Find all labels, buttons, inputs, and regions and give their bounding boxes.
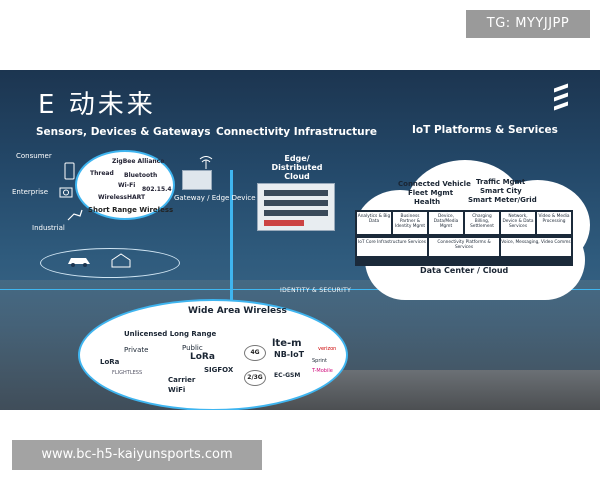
segment-enterprise: Enterprise [12, 188, 49, 196]
wide-area-title: Wide Area Wireless [188, 306, 287, 316]
vertical-traffic-mgmt: Traffic Mgmt [476, 178, 526, 186]
carrier-label: Carrier [168, 376, 196, 384]
service-video: Video & Media Processing [537, 212, 571, 234]
public-label: Public [182, 344, 203, 352]
server-rack-1 [264, 190, 328, 196]
unlicensed-label: Unlicensed Long Range [124, 330, 217, 338]
short-range-label: Short Range Wireless [88, 206, 174, 214]
identity-security-label: IDENTITY & SECURITY [280, 287, 352, 294]
zigbee-logo: ZigBee Alliance [112, 158, 165, 165]
data-center-label: Data Center / Cloud [420, 266, 509, 275]
bluetooth-logo: Bluetooth [124, 172, 158, 179]
flightless-logo: FLIGHTLESS [112, 370, 143, 376]
service-network: Network, Device & Data Services [501, 212, 535, 234]
service-device-data: Device, Data/Media Mgmt [429, 212, 463, 234]
connectivity-divider [230, 170, 233, 360]
tmobile-logo: T-Mobile [312, 368, 333, 374]
antenna-icon [199, 156, 213, 169]
server-rack-2 [264, 200, 328, 206]
robot-arm-icon [67, 209, 83, 221]
section-sensors: Sensors, Devices & Gateways [36, 126, 211, 138]
wifi-label: WiFi [168, 386, 186, 394]
section-iot: IoT Platforms & Services [412, 124, 558, 136]
nb-iot-logo: NB-IoT [274, 350, 305, 359]
vertical-connected-vehicle: Connected Vehicle [398, 180, 471, 188]
private-label: Private [124, 346, 149, 354]
lora-private-logo: LoRa [100, 358, 120, 366]
wifi-logo: Wi-Fi [118, 182, 136, 189]
vertical-health: Health [414, 198, 441, 206]
gateway-device [182, 170, 212, 190]
service-iot-core: IoT Core Infrastructure Services [357, 238, 427, 256]
service-business-partner: Business Partner & Identity Mgmt [393, 212, 427, 234]
server-rack-4 [264, 220, 304, 226]
802154-logo: 802.15.4 [142, 186, 172, 193]
wide-area-ellipse [78, 299, 348, 410]
server-rack-3 [264, 210, 328, 216]
vertical-fleet-mgmt: Fleet Mgmt [408, 189, 454, 197]
verizon-logo: verizon [318, 346, 337, 352]
thread-logo: Thread [90, 170, 114, 177]
short-range-ellipse [75, 150, 175, 220]
local-network-ellipse [40, 248, 180, 278]
segment-industrial: Industrial [32, 224, 65, 232]
service-voice-messaging: Voice, Messaging, Video Comms [501, 238, 571, 256]
gateway-label: Gateway / Edge Device [174, 194, 256, 202]
lte-m-logo: lte-m [272, 338, 302, 349]
lora-public-logo: LoRa [190, 352, 215, 362]
identity-line [0, 289, 600, 290]
sprint-logo: Sprint [312, 358, 327, 364]
section-connectivity: Connectivity Infrastructure [216, 126, 377, 138]
slide: E 动未来 Sensors, Devices & Gateways Connec… [0, 70, 600, 410]
car-icon [68, 258, 90, 267]
edge-cloud-label: Edge/ Distributed Cloud [271, 154, 323, 181]
service-connectivity-platforms: Connectivity Platforms & Services [429, 238, 499, 256]
segment-consumer: Consumer [16, 152, 52, 160]
ericsson-logo-icon [554, 83, 568, 112]
vertical-smart-city: Smart City [480, 187, 522, 195]
house-icon [111, 253, 131, 268]
vertical-smart-meter: Smart Meter/Grid [468, 196, 537, 204]
service-analytics: Analytics & Big Data [357, 212, 391, 234]
tg-banner: TG: MYYJJPP [466, 10, 590, 38]
camera-icon [59, 187, 73, 198]
phone-icon [64, 162, 75, 180]
cellular-4g: 4G [244, 345, 266, 361]
service-charging: Charging Billing, Settlement [465, 212, 499, 234]
slide-title: E 动未来 [38, 90, 156, 120]
url-banner: www.bc-h5-kaiyunsports.com [12, 440, 262, 470]
cellular-23g: 2/3G [244, 370, 266, 386]
sigfox-logo: SIGFOX [204, 366, 234, 374]
ec-gsm-logo: EC-GSM [274, 372, 301, 379]
wirelesshart-logo: WirelessHART [98, 194, 146, 201]
